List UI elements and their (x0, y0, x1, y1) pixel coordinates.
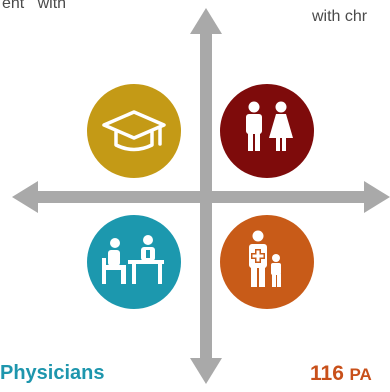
doctor-patient-consultation-icon (102, 235, 164, 284)
axis-arrows (12, 8, 390, 384)
doctor-child-icon (249, 230, 281, 287)
pa-count-label: 116 PA (310, 362, 372, 386)
man-woman-icon (246, 101, 293, 151)
pa-count-number: 116 (310, 362, 344, 385)
physicians-label: Physicians (0, 362, 105, 384)
arrow-left-icon (12, 181, 38, 213)
arrow-right-icon (364, 181, 390, 213)
pediatric-quadrant (220, 215, 314, 309)
top-left-text-fragment: ent with (2, 0, 67, 12)
pa-count-text: PA (349, 365, 372, 384)
education-quadrant (87, 84, 181, 178)
demographics-quadrant (220, 84, 314, 178)
arrow-up-icon (190, 8, 222, 34)
graduation-cap-icon (102, 110, 166, 152)
top-right-text-fragment: with chr (312, 8, 368, 25)
arrow-down-icon (190, 358, 222, 384)
physicians-quadrant (87, 215, 181, 309)
